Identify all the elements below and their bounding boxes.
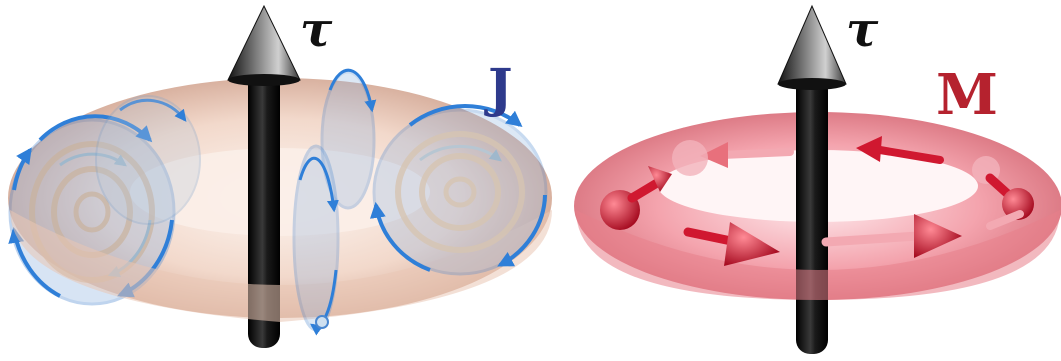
tau-label-right: τ xyxy=(846,2,879,58)
left-panel: τ J xyxy=(8,2,552,348)
tau-label-left: τ xyxy=(300,2,333,58)
current-loop-back-left xyxy=(96,96,200,224)
right-panel: τ M xyxy=(574,2,1061,354)
magnetization-label: M xyxy=(936,62,998,128)
current-density-label: J xyxy=(484,58,513,119)
